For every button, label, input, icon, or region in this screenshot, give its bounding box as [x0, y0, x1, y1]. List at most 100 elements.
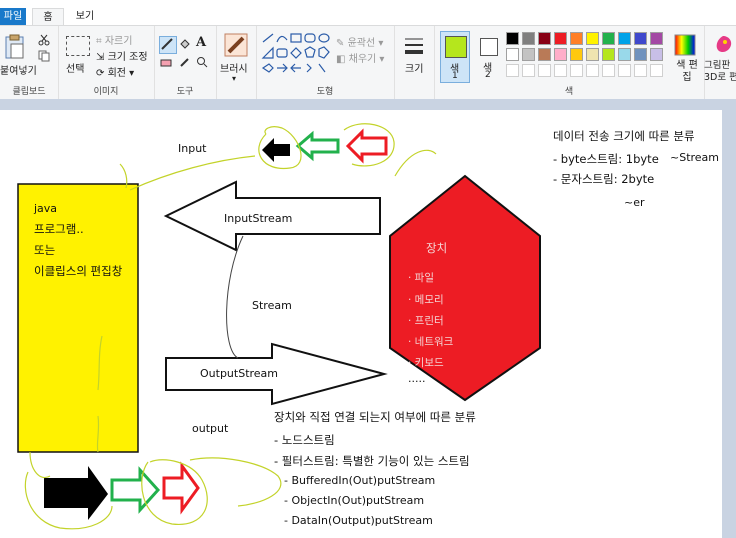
- text-icon[interactable]: A: [196, 35, 207, 50]
- cut-icon[interactable]: [38, 34, 50, 46]
- crop-button[interactable]: ⌗ 자르기: [96, 36, 133, 47]
- size-icon[interactable]: [404, 36, 424, 56]
- palette-swatch[interactable]: [538, 64, 551, 77]
- output-red-arrow: [162, 461, 200, 515]
- title-bar: [0, 0, 736, 8]
- edit-colors-button[interactable]: 색 편집: [676, 60, 698, 83]
- palette-swatch[interactable]: [554, 48, 567, 61]
- palette-swatch[interactable]: [506, 48, 519, 61]
- notes-byte-stream: - byte스트림: 1byte: [553, 152, 659, 166]
- java-box-line3: 또는: [34, 243, 56, 257]
- palette-swatch[interactable]: [570, 48, 583, 61]
- edit-colors-icon[interactable]: [674, 34, 696, 56]
- palette-swatch[interactable]: [634, 48, 647, 61]
- notes-node-stream: - 노드스트림: [274, 433, 335, 447]
- pencil-icon[interactable]: [159, 36, 177, 54]
- input-black-arrow: [262, 138, 290, 162]
- palette-swatch[interactable]: [554, 64, 567, 77]
- select-icon[interactable]: [66, 36, 90, 56]
- output-stream-arrow: [165, 342, 388, 406]
- palette-swatch[interactable]: [538, 48, 551, 61]
- device-more: .....: [408, 372, 426, 385]
- palette-swatch[interactable]: [618, 64, 631, 77]
- brushes-button[interactable]: 브러시: [220, 64, 248, 75]
- palette-swatch[interactable]: [586, 48, 599, 61]
- input-stream-arrow: [163, 180, 381, 252]
- palette-swatch[interactable]: [522, 64, 535, 77]
- outline-button[interactable]: ✎ 윤곽선 ▾: [336, 38, 384, 49]
- palette-swatch[interactable]: [522, 48, 535, 61]
- palette-swatch[interactable]: [634, 32, 647, 45]
- size-button[interactable]: 크기: [405, 64, 424, 75]
- palette-swatch[interactable]: [538, 32, 551, 45]
- paste-button[interactable]: 붙여넣기: [0, 66, 37, 77]
- palette-swatch[interactable]: [618, 48, 631, 61]
- resize-button[interactable]: ⇲ 크기 조정: [96, 52, 148, 63]
- fill-button[interactable]: ◧ 채우기 ▾: [336, 54, 385, 65]
- device-item: · 파일: [408, 272, 434, 284]
- output-black-arrow: [44, 466, 108, 520]
- stream-curve: [226, 235, 244, 359]
- input-green-arrow: [295, 130, 340, 162]
- paint3d-group: 그림판 3D로 편: [704, 26, 736, 99]
- device-hexagon: [389, 174, 541, 402]
- tab-home[interactable]: 홈: [32, 8, 64, 27]
- colors-group-label: 색: [564, 87, 574, 97]
- palette-swatch[interactable]: [634, 64, 647, 77]
- output-green-arrow: [110, 466, 161, 514]
- copy-icon[interactable]: [38, 50, 50, 62]
- tab-file[interactable]: 파일: [0, 8, 26, 25]
- java-box-line4: 이클립스의 편집창: [34, 264, 123, 278]
- drawing-canvas[interactable]: java 프로그램.. 또는 이클립스의 편집창 Input output In…: [0, 110, 722, 538]
- resize-label: 크기 조정: [107, 52, 148, 63]
- notes-filter-item: - BufferedIn(Out)putStream: [284, 474, 436, 487]
- palette-swatch[interactable]: [602, 32, 615, 45]
- clipboard-group-label: 클립보드: [12, 87, 46, 97]
- eraser-icon[interactable]: [160, 58, 172, 68]
- color1-index: 1: [452, 71, 458, 81]
- color2-button[interactable]: 색 2: [474, 31, 502, 81]
- palette-swatch[interactable]: [506, 32, 519, 45]
- color-picker-icon[interactable]: [179, 56, 191, 68]
- paste-icon[interactable]: [4, 34, 26, 60]
- color1-label: 색: [450, 64, 460, 75]
- fill-icon[interactable]: [179, 38, 191, 50]
- image-group: 선택 ⌗ 자르기 ⇲ 크기 조정 ⟳ 회전 ▾ 이미지: [58, 26, 155, 99]
- palette-swatch[interactable]: [602, 64, 615, 77]
- palette-swatch[interactable]: [522, 32, 535, 45]
- palette-swatch[interactable]: [650, 64, 663, 77]
- java-program-box: [17, 183, 139, 453]
- java-box-line1: java: [34, 202, 58, 215]
- brushes-group: 브러시 ▾: [216, 26, 257, 99]
- palette-swatch[interactable]: [586, 64, 599, 77]
- color1-swatch: [445, 36, 467, 58]
- notes-filter-stream: - 필터스트림: 특별한 기능이 있는 스트림: [274, 454, 470, 468]
- palette-swatch[interactable]: [554, 32, 567, 45]
- brushes-dropdown-icon[interactable]: ▾: [232, 74, 237, 83]
- paint3d-icon[interactable]: [712, 34, 734, 56]
- size-group: 크기: [394, 26, 435, 99]
- palette-swatch[interactable]: [506, 64, 519, 77]
- palette-swatch[interactable]: [602, 48, 615, 61]
- color2-swatch: [480, 38, 498, 56]
- select-button[interactable]: 선택: [66, 64, 85, 75]
- tab-view[interactable]: 보기: [75, 11, 95, 22]
- paint3d-button[interactable]: 그림판 3D로 편: [704, 60, 736, 83]
- palette-swatch[interactable]: [650, 48, 663, 61]
- magnifier-icon[interactable]: [196, 56, 208, 68]
- shapes-gallery[interactable]: [261, 32, 331, 76]
- fill-label: 채우기: [348, 54, 377, 65]
- palette-swatch[interactable]: [586, 32, 599, 45]
- color1-button[interactable]: 색 1: [440, 31, 470, 83]
- palette-swatch[interactable]: [650, 32, 663, 45]
- palette-swatch[interactable]: [570, 32, 583, 45]
- palette-swatch[interactable]: [618, 32, 631, 45]
- notes-byte-suffix: ~Stream: [670, 151, 720, 164]
- brush-icon[interactable]: [223, 32, 249, 60]
- image-group-label: 이미지: [93, 87, 119, 97]
- shapes-group: ✎ 윤곽선 ▾ ◧ 채우기 ▾ 도형: [256, 26, 395, 99]
- tools-group: A 도구: [154, 26, 217, 99]
- palette-swatch[interactable]: [570, 64, 583, 77]
- input-stream-label: InputStream: [224, 212, 293, 225]
- rotate-button[interactable]: ⟳ 회전 ▾: [96, 68, 135, 79]
